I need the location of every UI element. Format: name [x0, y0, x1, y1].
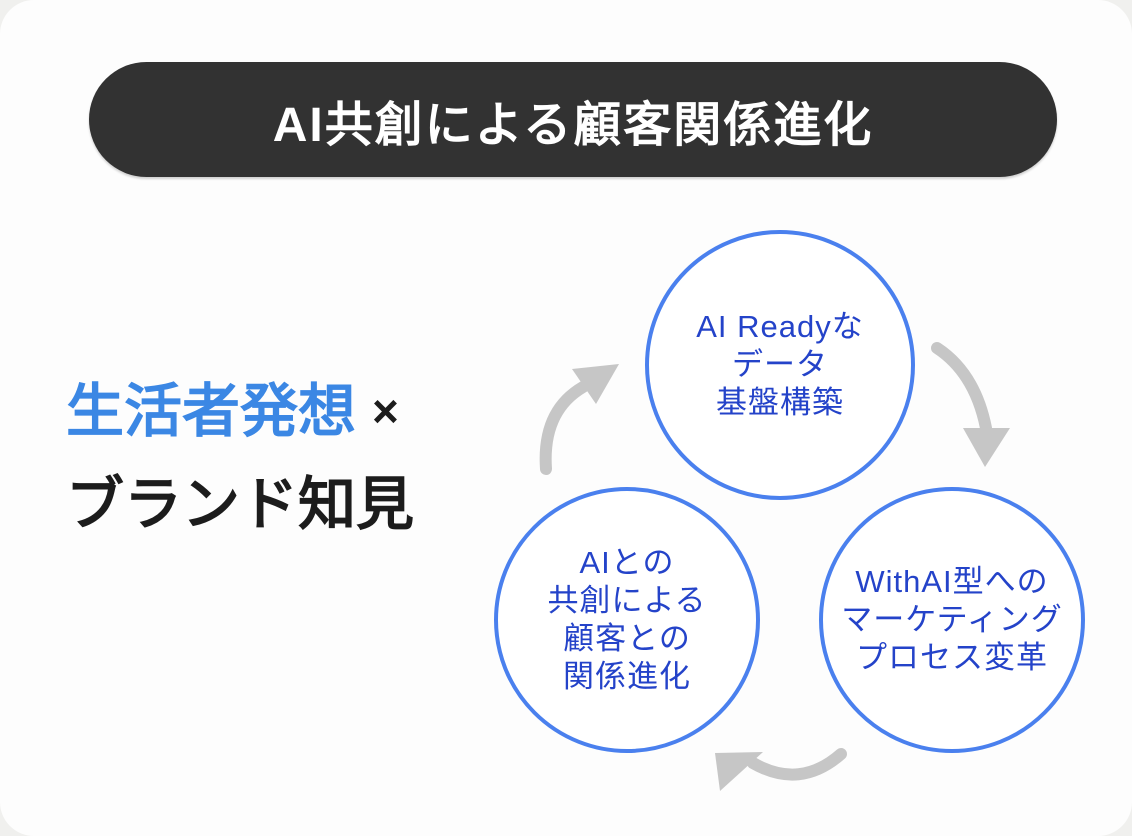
step2-line2: マーケティング	[841, 602, 1063, 637]
arrow-down-right-icon	[931, 342, 1010, 467]
step1-line1: AI Readyな	[696, 309, 864, 344]
headline-consumer-insight: 生活者発想	[66, 379, 357, 444]
cycle-step-label: AI Readyな データ 基盤構築	[696, 308, 864, 422]
step2-line1: WithAI型への	[855, 564, 1049, 599]
headline-line1: 生活者発想 ×	[66, 366, 414, 459]
page-title: AI共創による顧客関係進化	[272, 98, 874, 152]
arrow-left-bottom-icon	[715, 748, 847, 791]
step3-line3: 顧客との	[563, 621, 691, 656]
step1-line2: データ	[731, 347, 828, 382]
step3-line2: 共創による	[547, 583, 707, 618]
cycle-step-label: AIとの 共創による 顧客との 関係進化	[547, 544, 706, 696]
headline: 生活者発想 × ブランド知見	[66, 366, 414, 552]
arrow-up-left-icon	[539, 364, 619, 475]
step3-line4: 関係進化	[562, 659, 691, 694]
step1-line3: 基盤構築	[715, 385, 844, 420]
title-banner: AI共創による顧客関係進化	[89, 62, 1057, 177]
cycle-step-customer-relationship-evolution: AIとの 共創による 顧客との 関係進化	[494, 487, 760, 753]
step2-line3: プロセス変革	[856, 640, 1048, 675]
cycle-step-label: WithAI型への マーケティング プロセス変革	[841, 563, 1063, 677]
headline-line2: ブランド知見	[66, 471, 415, 537]
cycle-step-ai-ready-data-foundation: AI Readyな データ 基盤構築	[645, 230, 915, 500]
step3-line1: AIとの	[579, 545, 675, 580]
cycle-step-with-ai-marketing-process: WithAI型への マーケティング プロセス変革	[819, 487, 1085, 753]
multiply-icon: ×	[372, 385, 399, 437]
